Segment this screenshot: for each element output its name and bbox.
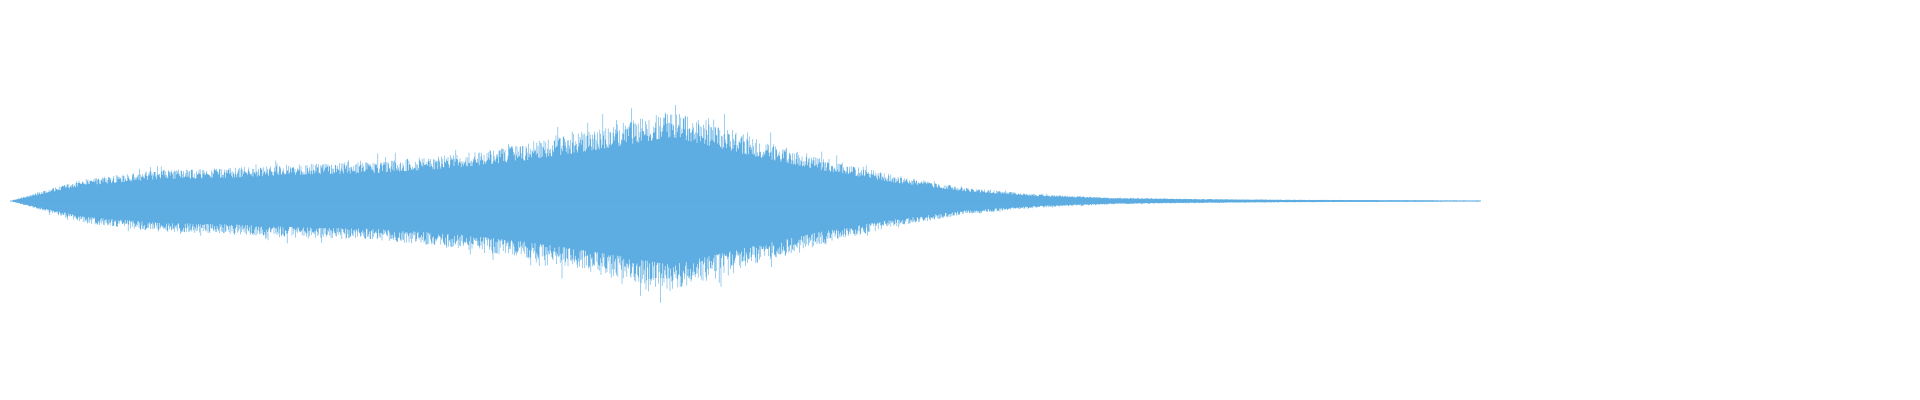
waveform-samples xyxy=(10,105,1481,303)
waveform-spikes xyxy=(10,105,1481,303)
